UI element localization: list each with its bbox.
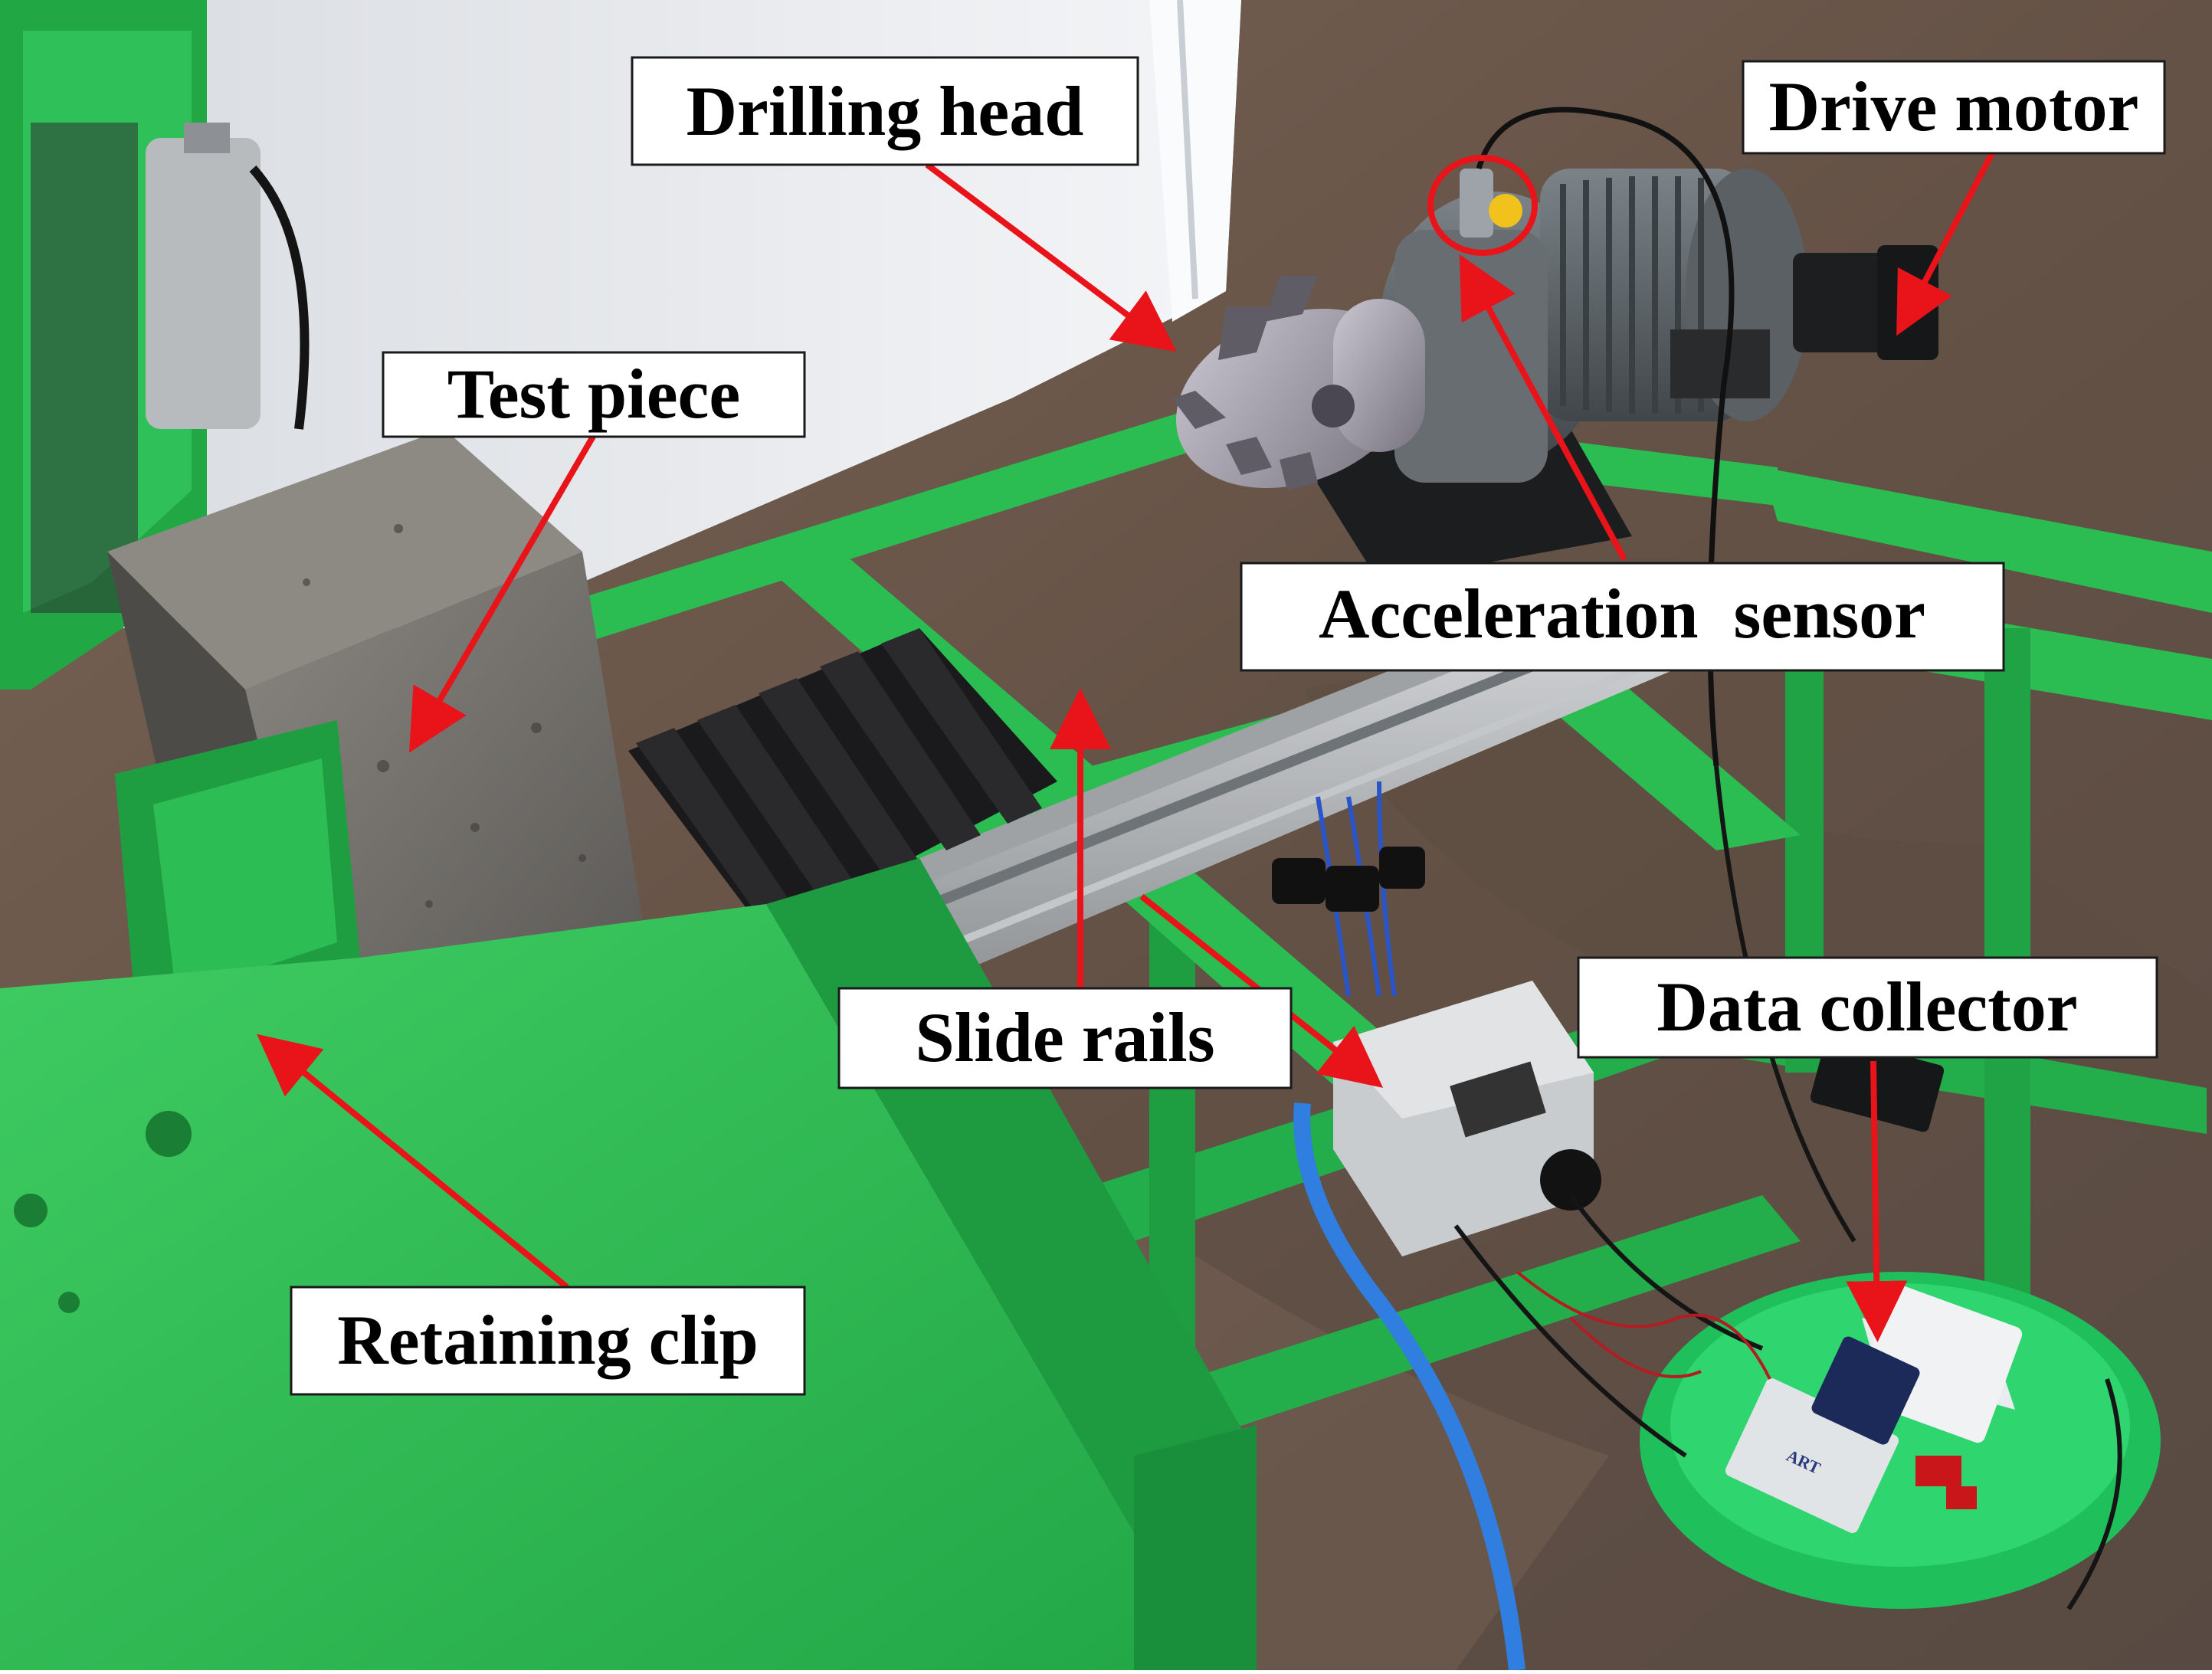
label-drilling-head: Drilling head <box>631 56 1139 166</box>
data-collector-adapter <box>1810 1036 1945 1132</box>
table-leg-right <box>1134 1425 1257 1670</box>
capacitor-cable <box>249 165 310 430</box>
hopper-box <box>31 123 138 613</box>
capacitor-top <box>184 123 230 153</box>
sensor-highlight-circle <box>1427 155 1538 256</box>
label-retaining-clip: Retaining clip <box>290 1286 806 1396</box>
motor-carriage-base <box>1303 429 1632 582</box>
acceleration-sensor-cap <box>1489 194 1522 228</box>
blue-cable <box>1293 1102 1525 1672</box>
label-data-collector: Data collector <box>1577 956 2158 1059</box>
arrow-icon <box>925 162 1177 352</box>
label-acceleration-sensor-text: Acceleration sensor <box>1319 575 1925 653</box>
table-bolts <box>14 1111 192 1313</box>
frame-right-leg-2 <box>1785 598 1824 1073</box>
drilling-head <box>1172 276 1425 490</box>
label-test-piece-text: Test piece <box>447 355 740 433</box>
data-collector-stool <box>1640 1272 2161 1609</box>
red-wires <box>1516 1270 1771 1380</box>
arrow-icon <box>1459 254 1627 561</box>
wire-clamps <box>1272 847 1425 912</box>
arrow-icon <box>1896 152 1995 336</box>
annotation-arrows <box>257 152 1995 1342</box>
label-acceleration-sensor: Acceleration sensor <box>1240 562 2005 672</box>
label-test-piece: Test piece <box>382 351 806 438</box>
label-slide-rails-text: Slide rails <box>915 998 1214 1076</box>
arrow-icon <box>1846 1060 1908 1342</box>
arrow-icon <box>257 1034 569 1290</box>
arrow-icon <box>1139 893 1384 1088</box>
capacitor-cylinder <box>146 138 261 429</box>
label-drilling-head-text: Drilling head <box>687 72 1084 150</box>
acceleration-sensor-body <box>1460 169 1493 238</box>
label-drive-motor-text: Drive motor <box>1769 67 2139 146</box>
wall-frame-edge <box>1149 0 1241 322</box>
wall-seam <box>1177 0 1198 300</box>
label-data-collector-text: Data collector <box>1657 968 2077 1046</box>
label-retaining-clip-text: Retaining clip <box>337 1301 758 1379</box>
slide-rail-edge <box>841 609 1779 992</box>
frame-right-end <box>1762 467 2212 613</box>
retaining-clip-face <box>153 758 337 996</box>
slide-rail-base <box>751 582 1808 996</box>
bellows-cover <box>628 628 1057 935</box>
control-box <box>1333 981 1601 1256</box>
arrow-icon <box>408 433 597 753</box>
label-drive-motor: Drive motor <box>1742 60 2166 155</box>
label-slide-rails: Slide rails <box>837 987 1293 1089</box>
